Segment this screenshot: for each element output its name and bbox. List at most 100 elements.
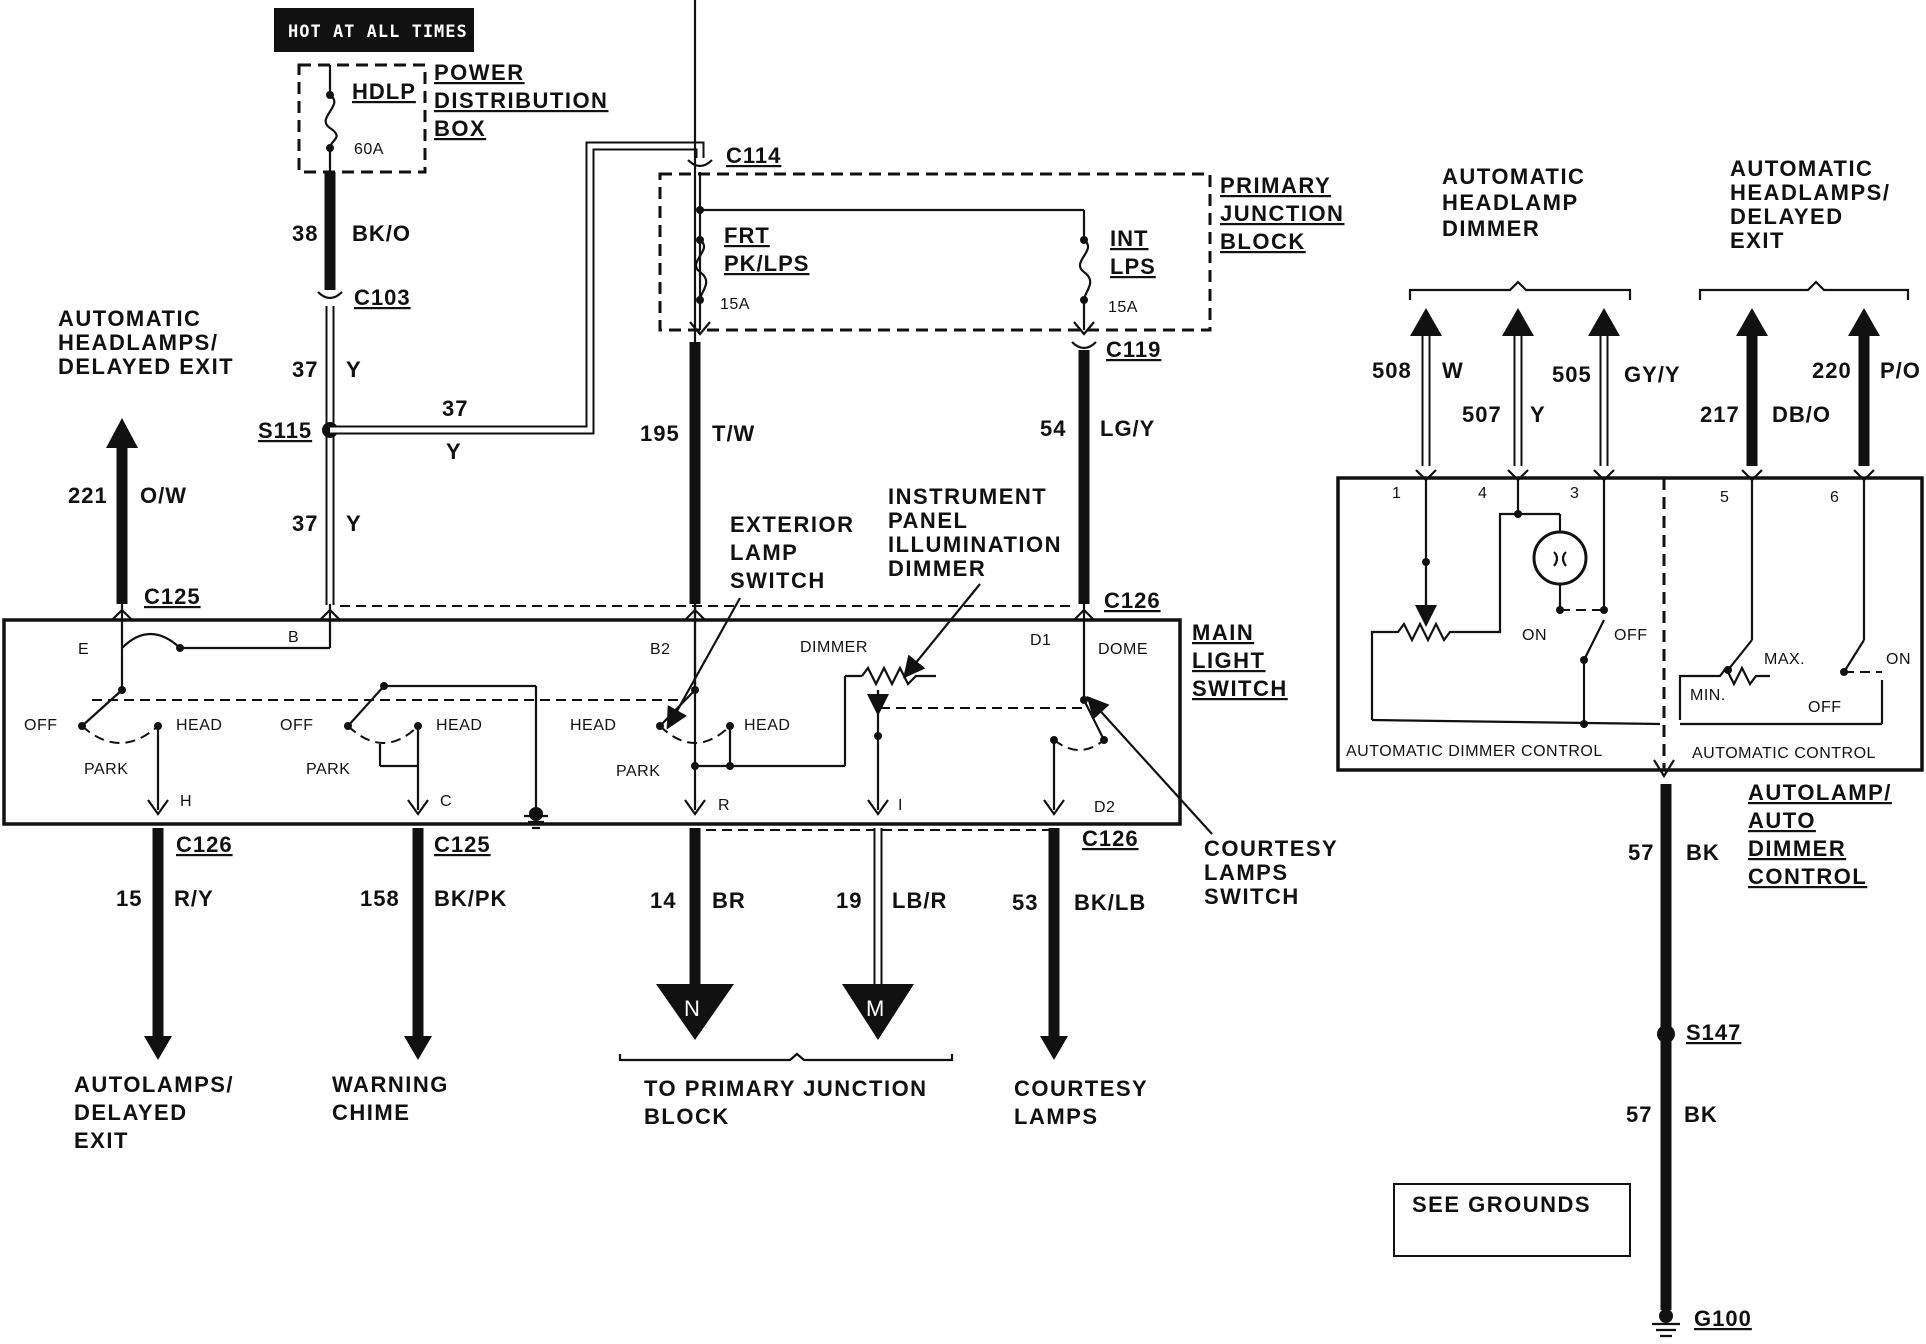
wire-195-circuit: 195 — [640, 421, 680, 446]
wire-217-circuit: 217 — [1700, 402, 1740, 427]
wire-57a-circuit: 57 — [1628, 840, 1654, 865]
wire-217-color: DB/O — [1772, 402, 1831, 427]
auto-headlamps-label-1: AUTOMATIC — [58, 306, 201, 331]
int-lps-fuse-symbol — [1078, 239, 1092, 301]
dimmer-title-1: AUTOMATIC — [1442, 164, 1585, 189]
wire-37b-circuit: 37 — [442, 396, 468, 421]
wire-220-circuit: 220 — [1812, 358, 1852, 383]
courtesy-lamps-label-1: COURTESY — [1014, 1076, 1148, 1101]
frt-pk-lps-fuse-symbol — [694, 239, 708, 301]
wire-38-color: BK/O — [352, 221, 411, 246]
pjb-label-2: JUNCTION — [1220, 201, 1344, 226]
see-grounds-label: SEE GROUNDS — [1412, 1192, 1591, 1217]
pin-d2: D2 — [1094, 799, 1115, 816]
delay-title-1: AUTOMATIC — [1730, 156, 1873, 181]
to-pjb-label-2: BLOCK — [644, 1104, 730, 1129]
autolamps-label-2: DELAYED — [74, 1100, 188, 1125]
wire-220-color: P/O — [1880, 358, 1921, 383]
module-label-2: AUTO — [1748, 808, 1816, 833]
ip-dimmer-label-3: ILLUMINATION — [888, 532, 1062, 557]
sw3-head-b: HEAD — [744, 717, 790, 734]
wire-37c-circuit: 37 — [292, 511, 318, 536]
fuse-frt-line1: FRT — [724, 223, 770, 248]
power-box-label-3: BOX — [434, 116, 486, 141]
marker-n-label: N — [684, 996, 700, 1021]
ext-lamp-switch-label-3: SWITCH — [730, 568, 826, 593]
dimmer-bracket — [1408, 280, 1632, 300]
wire-19-circuit: 19 — [836, 888, 862, 913]
dimmer-title-3: DIMMER — [1442, 216, 1540, 241]
wire-505-circuit: 505 — [1552, 362, 1592, 387]
marker-n — [656, 984, 734, 1040]
module-pin-1: 1 — [1392, 485, 1401, 502]
hot-at-all-times-badge — [274, 8, 474, 52]
fuse-frt-rating: 15A — [720, 296, 750, 313]
ip-dimmer-label-2: PANEL — [888, 508, 968, 533]
module-pin-4: 4 — [1478, 485, 1487, 502]
warning-chime-label-1: WARNING — [332, 1072, 449, 1097]
sw2-park: PARK — [306, 761, 350, 778]
main-switch-label-1: MAIN — [1192, 620, 1254, 645]
connector-c103: C103 — [354, 285, 411, 310]
auto-headlamps-label-3: DELAYED EXIT — [58, 354, 234, 379]
sub-label-dimmer-control: AUTOMATIC DIMMER CONTROL — [1346, 743, 1603, 760]
fuse-int-line2: LPS — [1110, 254, 1156, 279]
sw1-head: HEAD — [176, 717, 222, 734]
pin-r: R — [718, 797, 730, 814]
auto-min: MIN. — [1690, 687, 1726, 704]
fuse-int-rating: 15A — [1108, 299, 1138, 316]
wire-507-color: Y — [1530, 402, 1546, 427]
wire-158-color: BK/PK — [434, 886, 507, 911]
photocell-sensor — [1532, 530, 1588, 586]
main-light-switch-box — [2, 618, 1182, 826]
wire-221-color: O/W — [140, 483, 187, 508]
pin-c: C — [440, 793, 452, 810]
connector-c125-top: C125 — [144, 584, 201, 609]
hdlp-fuse-symbol — [324, 94, 338, 149]
pin-h: H — [180, 793, 192, 810]
connector-c114: C114 — [726, 143, 781, 168]
wire-37a-circuit: 37 — [292, 357, 318, 382]
pin-e: E — [78, 641, 89, 658]
wire-195-color: T/W — [712, 421, 755, 446]
wire-221-arrow — [106, 418, 138, 448]
connector-c119: C119 — [1106, 337, 1161, 362]
splice-s115: S115 — [258, 418, 312, 443]
sw2-off: OFF — [280, 717, 314, 734]
primary-junction-block — [658, 172, 1212, 332]
to-pjb-label-1: TO PRIMARY JUNCTION — [644, 1076, 928, 1101]
main-switch-label-2: LIGHT — [1192, 648, 1266, 673]
dimmer-on: ON — [1522, 627, 1547, 644]
pin-b: B — [288, 629, 299, 646]
wire-53-circuit: 53 — [1012, 890, 1038, 915]
fuse-int-line1: INT — [1110, 226, 1148, 251]
ext-lamp-switch-label-1: EXTERIOR — [730, 512, 854, 537]
auto-max: MAX. — [1764, 651, 1805, 668]
see-grounds-box — [1393, 1183, 1631, 1257]
courtesy-switch-label-2: LAMPS — [1204, 860, 1289, 885]
module-label-4: CONTROL — [1748, 864, 1867, 889]
delay-title-3: DELAYED — [1730, 204, 1844, 229]
fuse-frt-line2: PK/LPS — [724, 251, 809, 276]
connector-c125-bottom: C125 — [434, 832, 491, 857]
module-pin-6: 6 — [1830, 489, 1839, 506]
wire-14-circuit: 14 — [650, 888, 676, 913]
wire-507-circuit: 507 — [1462, 402, 1502, 427]
wire-508-circuit: 508 — [1372, 358, 1412, 383]
marker-m-label: M — [866, 996, 884, 1021]
splice-s147: S147 — [1686, 1020, 1741, 1045]
ip-dimmer-label-4: DIMMER — [888, 556, 986, 581]
ground-g100: G100 — [1694, 1306, 1752, 1331]
auto-off: OFF — [1808, 699, 1842, 716]
power-box-label-1: POWER — [434, 60, 525, 85]
delay-title-4: EXIT — [1730, 228, 1785, 253]
autolamp-dimmer-module-box — [1336, 476, 1924, 772]
wire-14-color: BR — [712, 888, 746, 913]
connector-c126-top: C126 — [1104, 588, 1161, 613]
dimmer-label: DIMMER — [800, 639, 868, 656]
autolamps-label-3: EXIT — [74, 1128, 129, 1153]
autolamps-label-1: AUTOLAMPS/ — [74, 1072, 234, 1097]
module-label-1: AUTOLAMP/ — [1748, 780, 1892, 805]
wire-57b-circuit: 57 — [1626, 1102, 1652, 1127]
delay-bracket — [1698, 280, 1910, 300]
